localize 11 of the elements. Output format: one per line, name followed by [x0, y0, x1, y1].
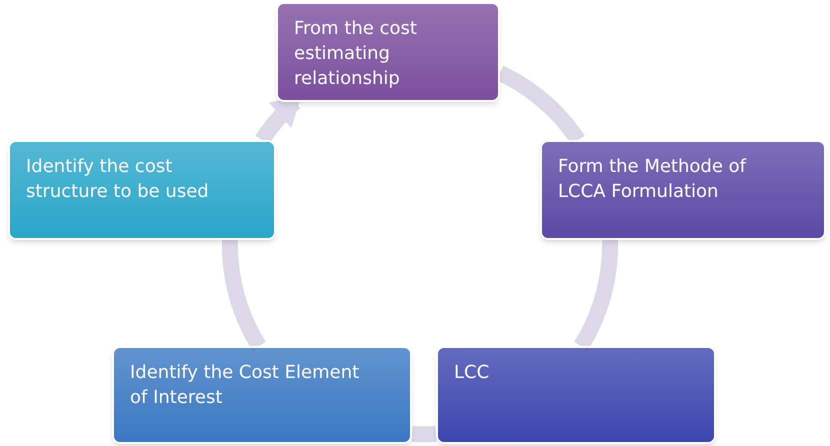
box-text: LCC	[454, 361, 490, 385]
process-box	[112, 346, 412, 444]
box-text: Identify the cost structure to be used	[26, 155, 210, 204]
process-box	[276, 2, 500, 102]
box-text: From the cost estimating relationship	[294, 17, 418, 91]
process-box	[8, 140, 276, 240]
box-text: Identify the Cost Element of Interest	[130, 361, 360, 410]
process-box	[436, 346, 716, 444]
process-box	[540, 140, 826, 240]
curved-connector	[412, 426, 436, 442]
box-text: Form the Methode of LCCA Formulation	[558, 155, 748, 204]
